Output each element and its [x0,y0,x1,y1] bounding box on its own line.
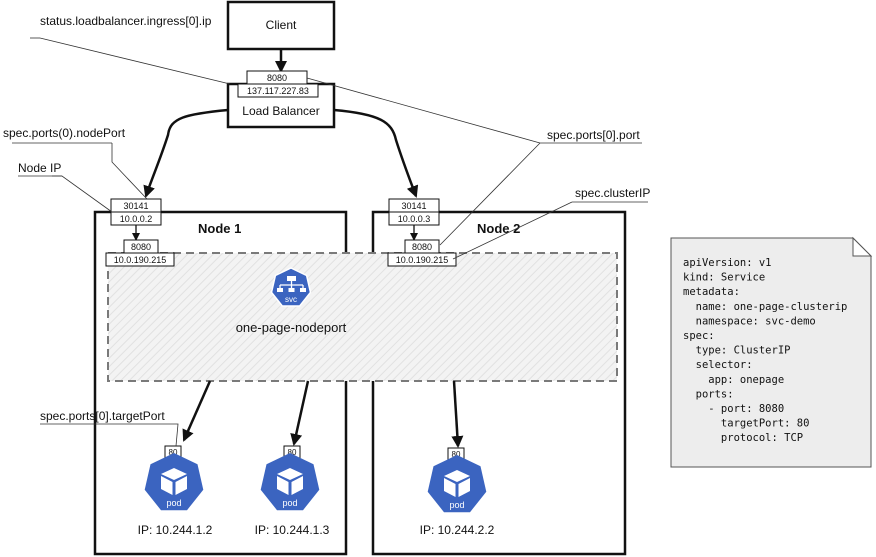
lb-to-node1-arrow [143,108,229,198]
yaml-line: kind: Service [683,272,765,284]
annotation-ingress-ip: status.loadbalancer.ingress[0].ip [40,14,212,28]
svc-to-pod3-arrow [451,380,464,448]
lb-ip: 137.117.227.83 [247,86,309,96]
service-icon-label: svc [285,295,297,304]
svc-to-pod1-arrow [182,380,212,442]
node2-nodeport: 30141 [401,201,426,211]
pod1-ip: IP: 10.244.1.2 [138,523,213,537]
node1-ip: 10.0.0.2 [120,214,153,224]
annotation-port: spec.ports[0].port [547,128,640,142]
pod3-cube-icon [427,455,487,513]
lb-ip-box [237,83,319,98]
node1-svcip-box [105,252,175,267]
node1-svcport: 8080 [131,242,151,252]
node2-label: Node 2 [477,221,520,236]
yaml-line: targetPort: 80 [683,418,809,430]
annotation-cluster-ip: spec.clusterIP [575,186,650,200]
service-network-icon [270,267,312,307]
pod2-port: 80 [288,448,297,457]
node1-svcip: 10.0.190.215 [114,255,167,265]
node1-nodeport: 30141 [123,201,148,211]
client-label: Client [266,18,297,32]
pod1-cube-icon [144,453,204,511]
yaml-line: app: onepage [683,374,784,386]
yaml-manifest: apiVersion: v1 kind: Service metadata: nam… [683,257,847,444]
yaml-line: apiVersion: v1 [683,257,772,269]
pod1-icon-label: pod [166,498,181,508]
yaml-line: - port: 8080 [683,403,784,415]
node2-ip: 10.0.0.3 [398,214,431,224]
yaml-line: spec: [683,330,715,342]
node2-svcip: 10.0.190.215 [396,255,449,265]
yaml-line: protocol: TCP [683,432,803,444]
annotation-node-port: spec.ports(0).nodePort [3,126,126,140]
pod3-ip: IP: 10.244.2.2 [420,523,495,537]
pod1-port: 80 [169,448,178,457]
annotation-node-ip: Node IP [18,161,61,175]
service-name: one-page-nodeport [236,320,347,335]
node1-label: Node 1 [198,221,241,236]
yaml-line: name: one-page-clusterip [683,301,847,313]
pod3-icon-label: pod [449,500,464,510]
annotation-leaders [12,37,648,447]
pod2-icon-label: pod [282,498,297,508]
node2-svcport: 8080 [412,242,432,252]
service-band [107,252,618,382]
yaml-line: metadata: [683,286,740,298]
lb-port: 8080 [267,73,287,83]
pod2-ip: IP: 10.244.1.3 [255,523,330,537]
yaml-note [670,236,873,468]
load-balancer-label: Load Balancer [242,104,319,118]
yaml-line: ports: [683,388,734,400]
yaml-line: selector: [683,359,753,371]
pod2-cube-icon [260,453,320,511]
annotation-target-port: spec.ports[0].targetPort [40,409,165,423]
node2-svcip-box [387,252,457,267]
yaml-line: namespace: svc-demo [683,315,816,327]
svc-to-pod2-arrow [290,380,310,446]
lb-to-node2-arrow [333,108,419,198]
pod3-port: 80 [452,450,461,459]
yaml-line: type: ClusterIP [683,345,790,357]
